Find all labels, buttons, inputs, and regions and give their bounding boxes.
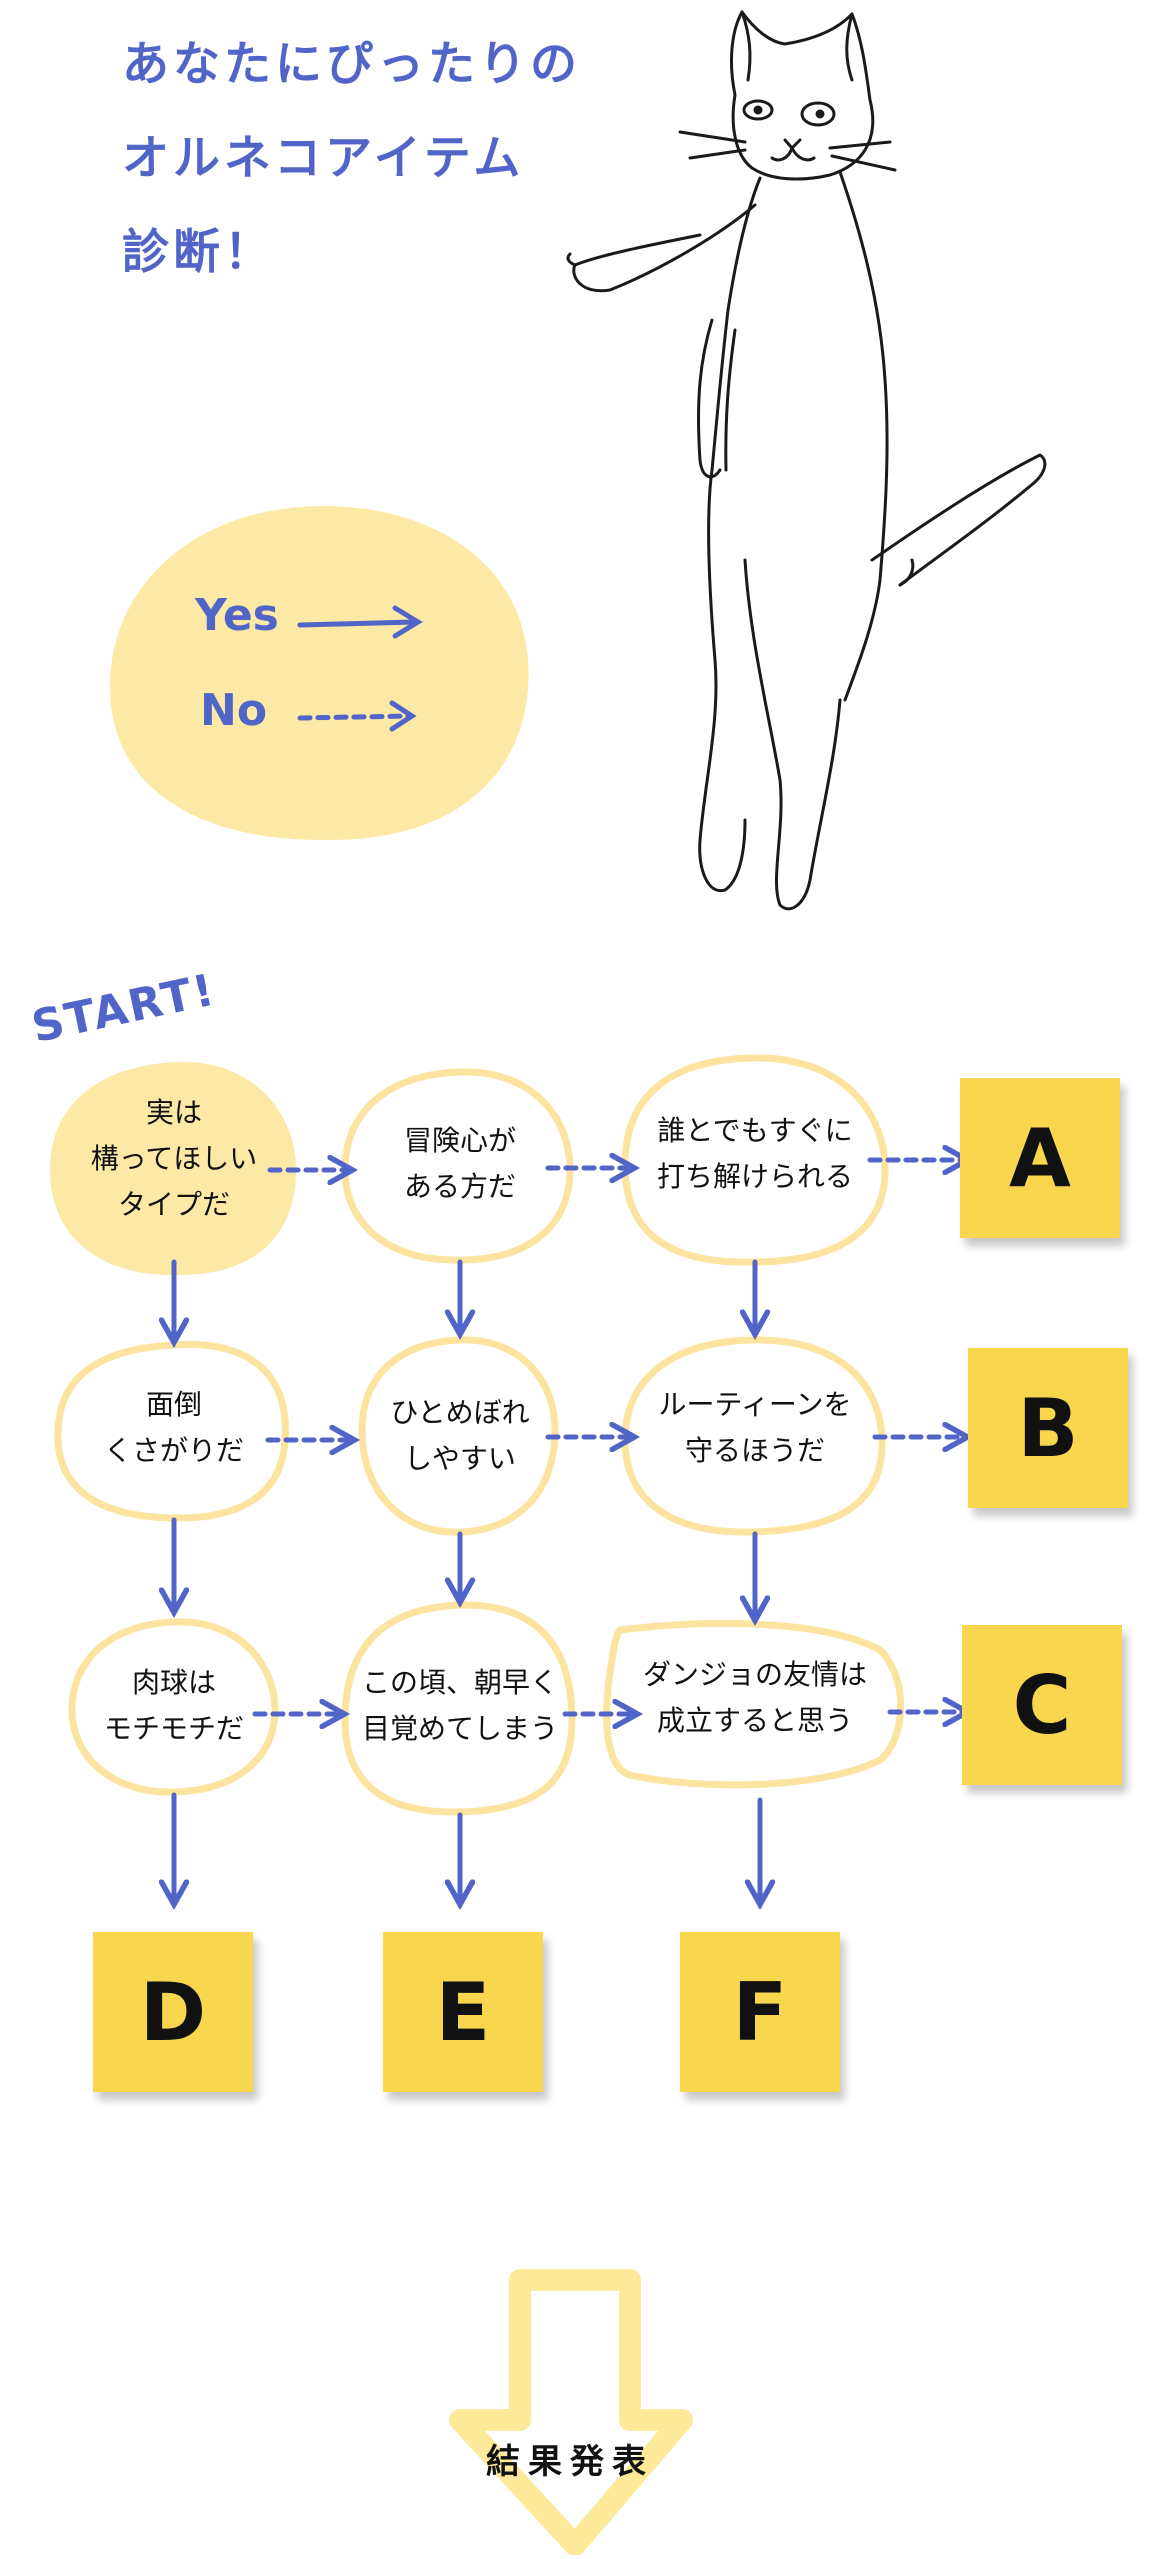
result-a-note[interactable]: A (960, 1078, 1120, 1238)
page-title: あなたにぴったりの オルネコアイテム 診断！ (122, 18, 581, 300)
question-4: 面倒 くさがりだ (103, 1388, 244, 1467)
result-f-note[interactable]: F (680, 1932, 840, 2092)
legend-blob (109, 505, 529, 841)
legend-no-label: No (200, 685, 268, 736)
cat-illustration (566, 10, 1047, 911)
result-d-note[interactable]: D (93, 1932, 253, 2092)
question-7: 肉球は モチモチだ (103, 1666, 244, 1745)
title-line-2: オルネコアイテム (122, 131, 525, 186)
title-line-1: あなたにぴったりの (122, 37, 581, 92)
no-dashed-arrow-icon (297, 713, 413, 721)
result-c-note[interactable]: C (962, 1625, 1122, 1785)
result-announcement-button[interactable]: 結果発表 (486, 2442, 654, 2482)
question-2: 冒険心が ある方だ (403, 1124, 516, 1203)
yes-solid-arrow-icon (297, 619, 418, 628)
legend-yes-label: Yes (195, 590, 279, 641)
flowchart (50, 1054, 1170, 2120)
result-e-note[interactable]: E (383, 1932, 543, 2092)
question-8: この頃、朝早く 目覚めてしまう (361, 1666, 558, 1745)
result-b-note[interactable]: B (968, 1348, 1128, 1508)
title-line-3: 診断！ (122, 225, 275, 280)
question-3: 誰とでもすぐに 打ち解けられる (656, 1114, 853, 1193)
question-9: ダンジョの友情は 成立すると思う (642, 1658, 867, 1737)
question-1: 実は 構ってほしい タイプだ (90, 1096, 258, 1221)
question-5: ひとめぼれ しやすい (390, 1396, 530, 1475)
question-6: ルーティーンを 守るほうだ (658, 1388, 852, 1467)
down-arrow-icon[interactable] (445, 2265, 695, 2555)
